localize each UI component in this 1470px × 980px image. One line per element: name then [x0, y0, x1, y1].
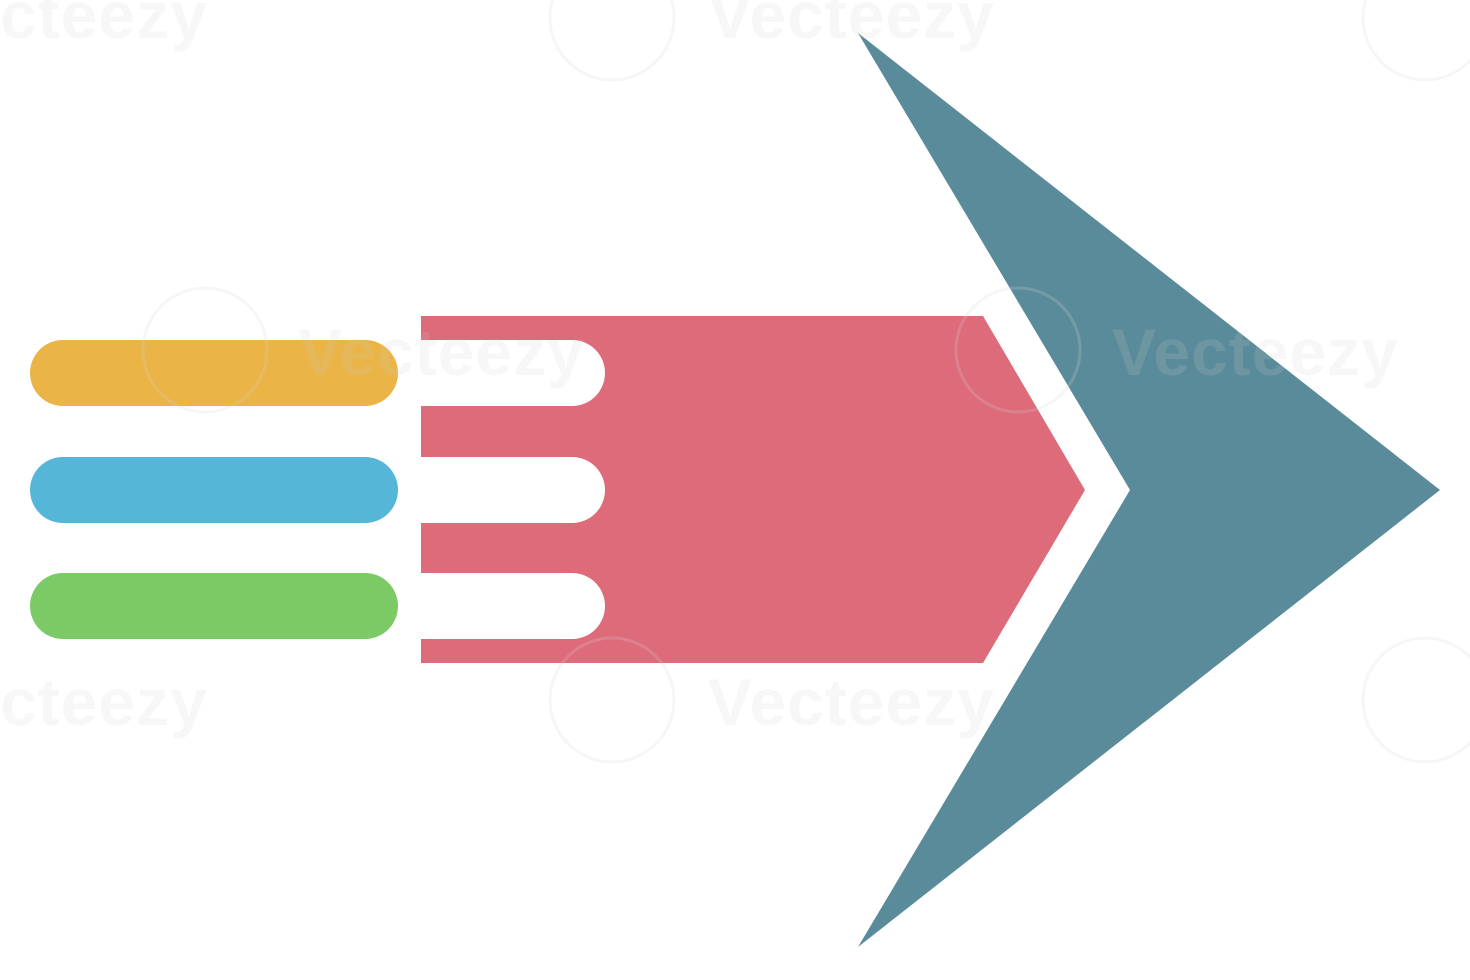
watermark-logo-icon [548, 0, 676, 82]
watermark-logo-icon [548, 636, 676, 764]
watermark-text: Vecteezy [708, 665, 995, 739]
arrow-body-shape [421, 316, 1085, 663]
watermark-text: Vecteezy [1112, 315, 1399, 389]
watermark-text-layer: cteezy Vecteezy Vecteezy Vecteezy cteezy… [0, 0, 1399, 739]
stripe-blue [30, 457, 398, 523]
watermark-text: cteezy [0, 0, 208, 52]
watermark-text: cteezy [0, 665, 208, 739]
watermark-logo-icon [1361, 0, 1470, 82]
watermark-logo-icon [1361, 636, 1470, 764]
watermark-logo-icon [954, 286, 1082, 414]
arrow-head-shape [858, 33, 1440, 947]
stripe-orange [30, 340, 398, 406]
stripe-green [30, 573, 398, 639]
watermark-logo-icon [141, 286, 269, 414]
watermark-text: Vecteezy [708, 0, 995, 52]
watermark-layer [141, 0, 1470, 764]
watermark-text: Vecteezy [298, 315, 585, 389]
